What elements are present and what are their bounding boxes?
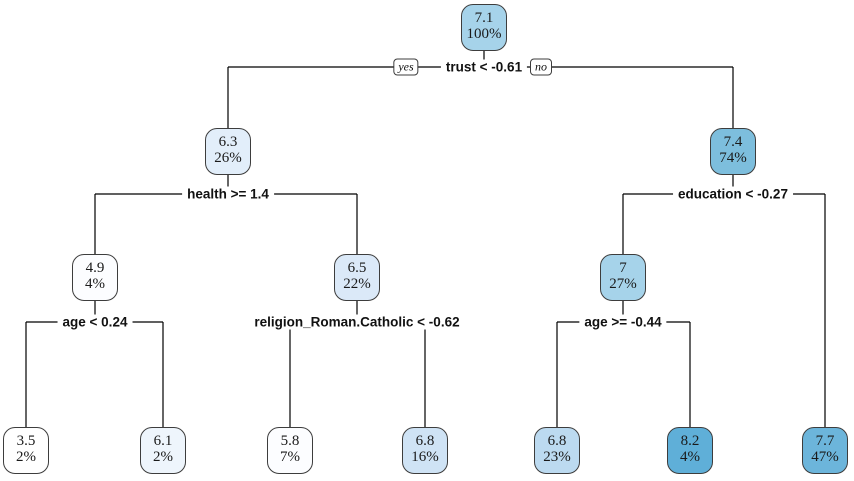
node-value: 7.7 — [815, 433, 835, 450]
split-label: health >= 1.4 — [182, 186, 274, 202]
node-value: 7 — [619, 260, 627, 277]
node-percent: 23% — [543, 449, 571, 465]
node-percent: 2% — [153, 449, 173, 465]
node-value: 7.1 — [474, 10, 494, 27]
node-percent: 4% — [85, 276, 105, 292]
branch-label-yes: yes — [393, 58, 419, 76]
node-value: 6.5 — [347, 260, 367, 277]
split-label: trust < -0.61 — [440, 59, 528, 75]
node-value: 8.2 — [680, 433, 700, 450]
node-percent: 22% — [343, 276, 371, 292]
split-label: age < 0.24 — [57, 314, 133, 330]
node-value: 6.8 — [547, 433, 567, 450]
node-percent: 2% — [16, 449, 36, 465]
node-percent: 47% — [811, 449, 839, 465]
node-percent: 26% — [214, 150, 242, 166]
split-label: age >= -0.44 — [579, 314, 667, 330]
branch-label-no: no — [530, 58, 552, 76]
node-value: 4.9 — [85, 260, 105, 277]
split-label: religion_Roman.Catholic < -0.62 — [249, 314, 465, 330]
node-value: 6.8 — [415, 433, 435, 450]
node-percent: 100% — [466, 26, 502, 42]
tree-edge — [227, 42, 733, 128]
node-value: 7.4 — [723, 134, 743, 151]
node-value: 3.5 — [16, 433, 36, 450]
node-percent: 27% — [609, 276, 637, 292]
node-value: 6.1 — [153, 433, 173, 450]
node-value: 5.8 — [280, 433, 300, 450]
node-value: 6.3 — [218, 134, 238, 151]
node-percent: 74% — [719, 150, 747, 166]
node-percent: 16% — [411, 449, 439, 465]
split-label: education < -0.27 — [673, 186, 793, 202]
node-percent: 7% — [280, 449, 300, 465]
node-percent: 4% — [680, 449, 700, 465]
